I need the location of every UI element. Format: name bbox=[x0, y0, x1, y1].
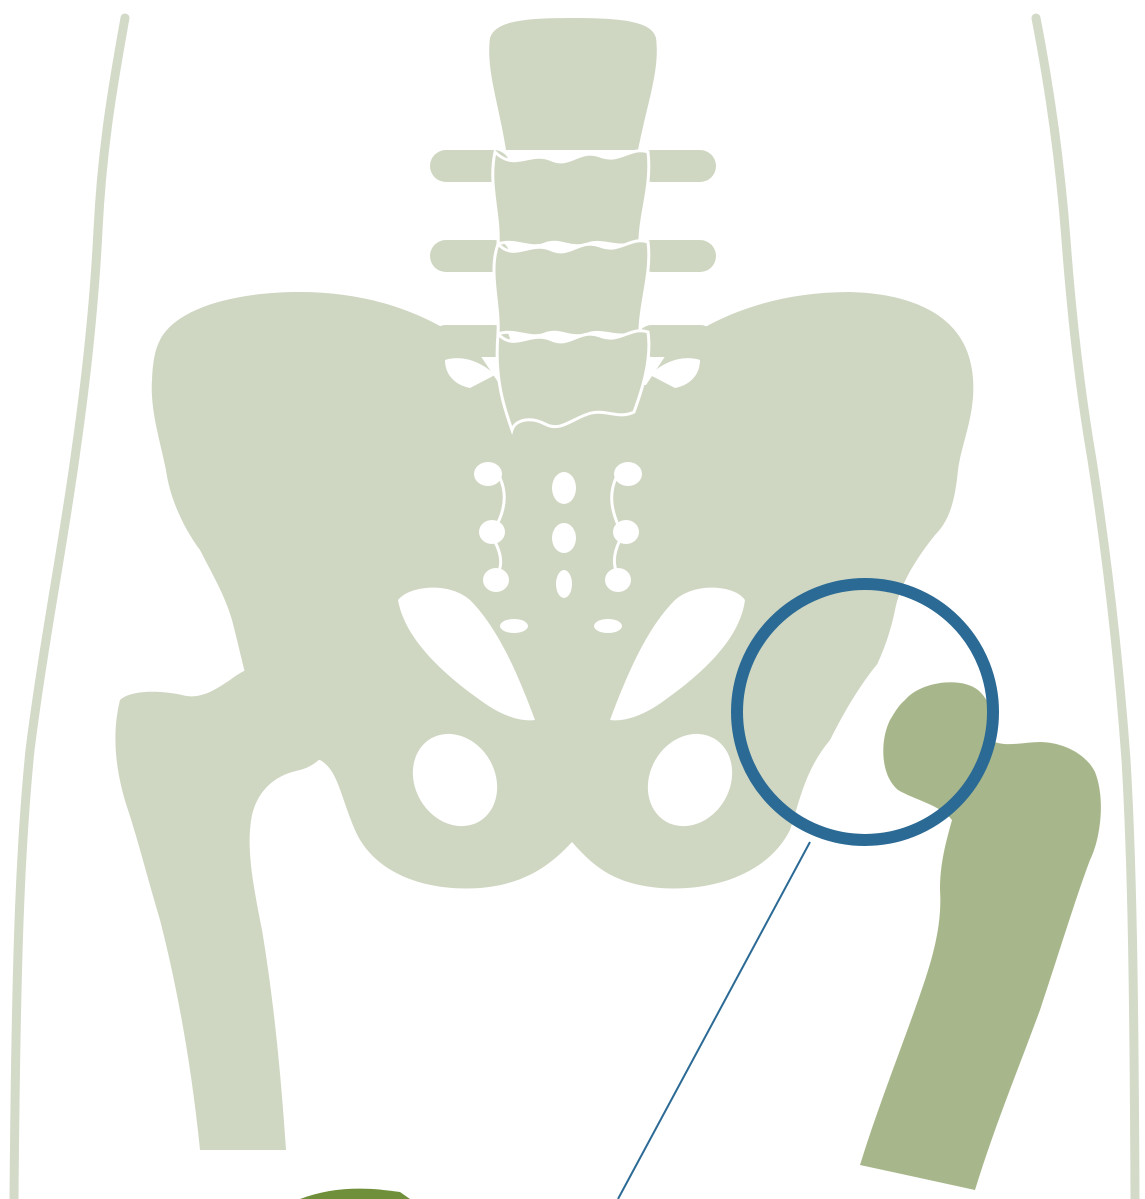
body-outline-left bbox=[14, 18, 125, 1199]
vertebra-l4 bbox=[493, 151, 649, 246]
sacrum-top bbox=[497, 331, 649, 430]
vertebra-top bbox=[489, 18, 657, 150]
vertebra-l5 bbox=[494, 241, 649, 336]
lumbar-vertebrae bbox=[493, 151, 649, 430]
callout-leader-line bbox=[618, 842, 810, 1199]
body-outline-right bbox=[1036, 18, 1135, 1199]
detail-circle-edge bbox=[300, 1189, 410, 1199]
left-femur bbox=[115, 661, 338, 1150]
